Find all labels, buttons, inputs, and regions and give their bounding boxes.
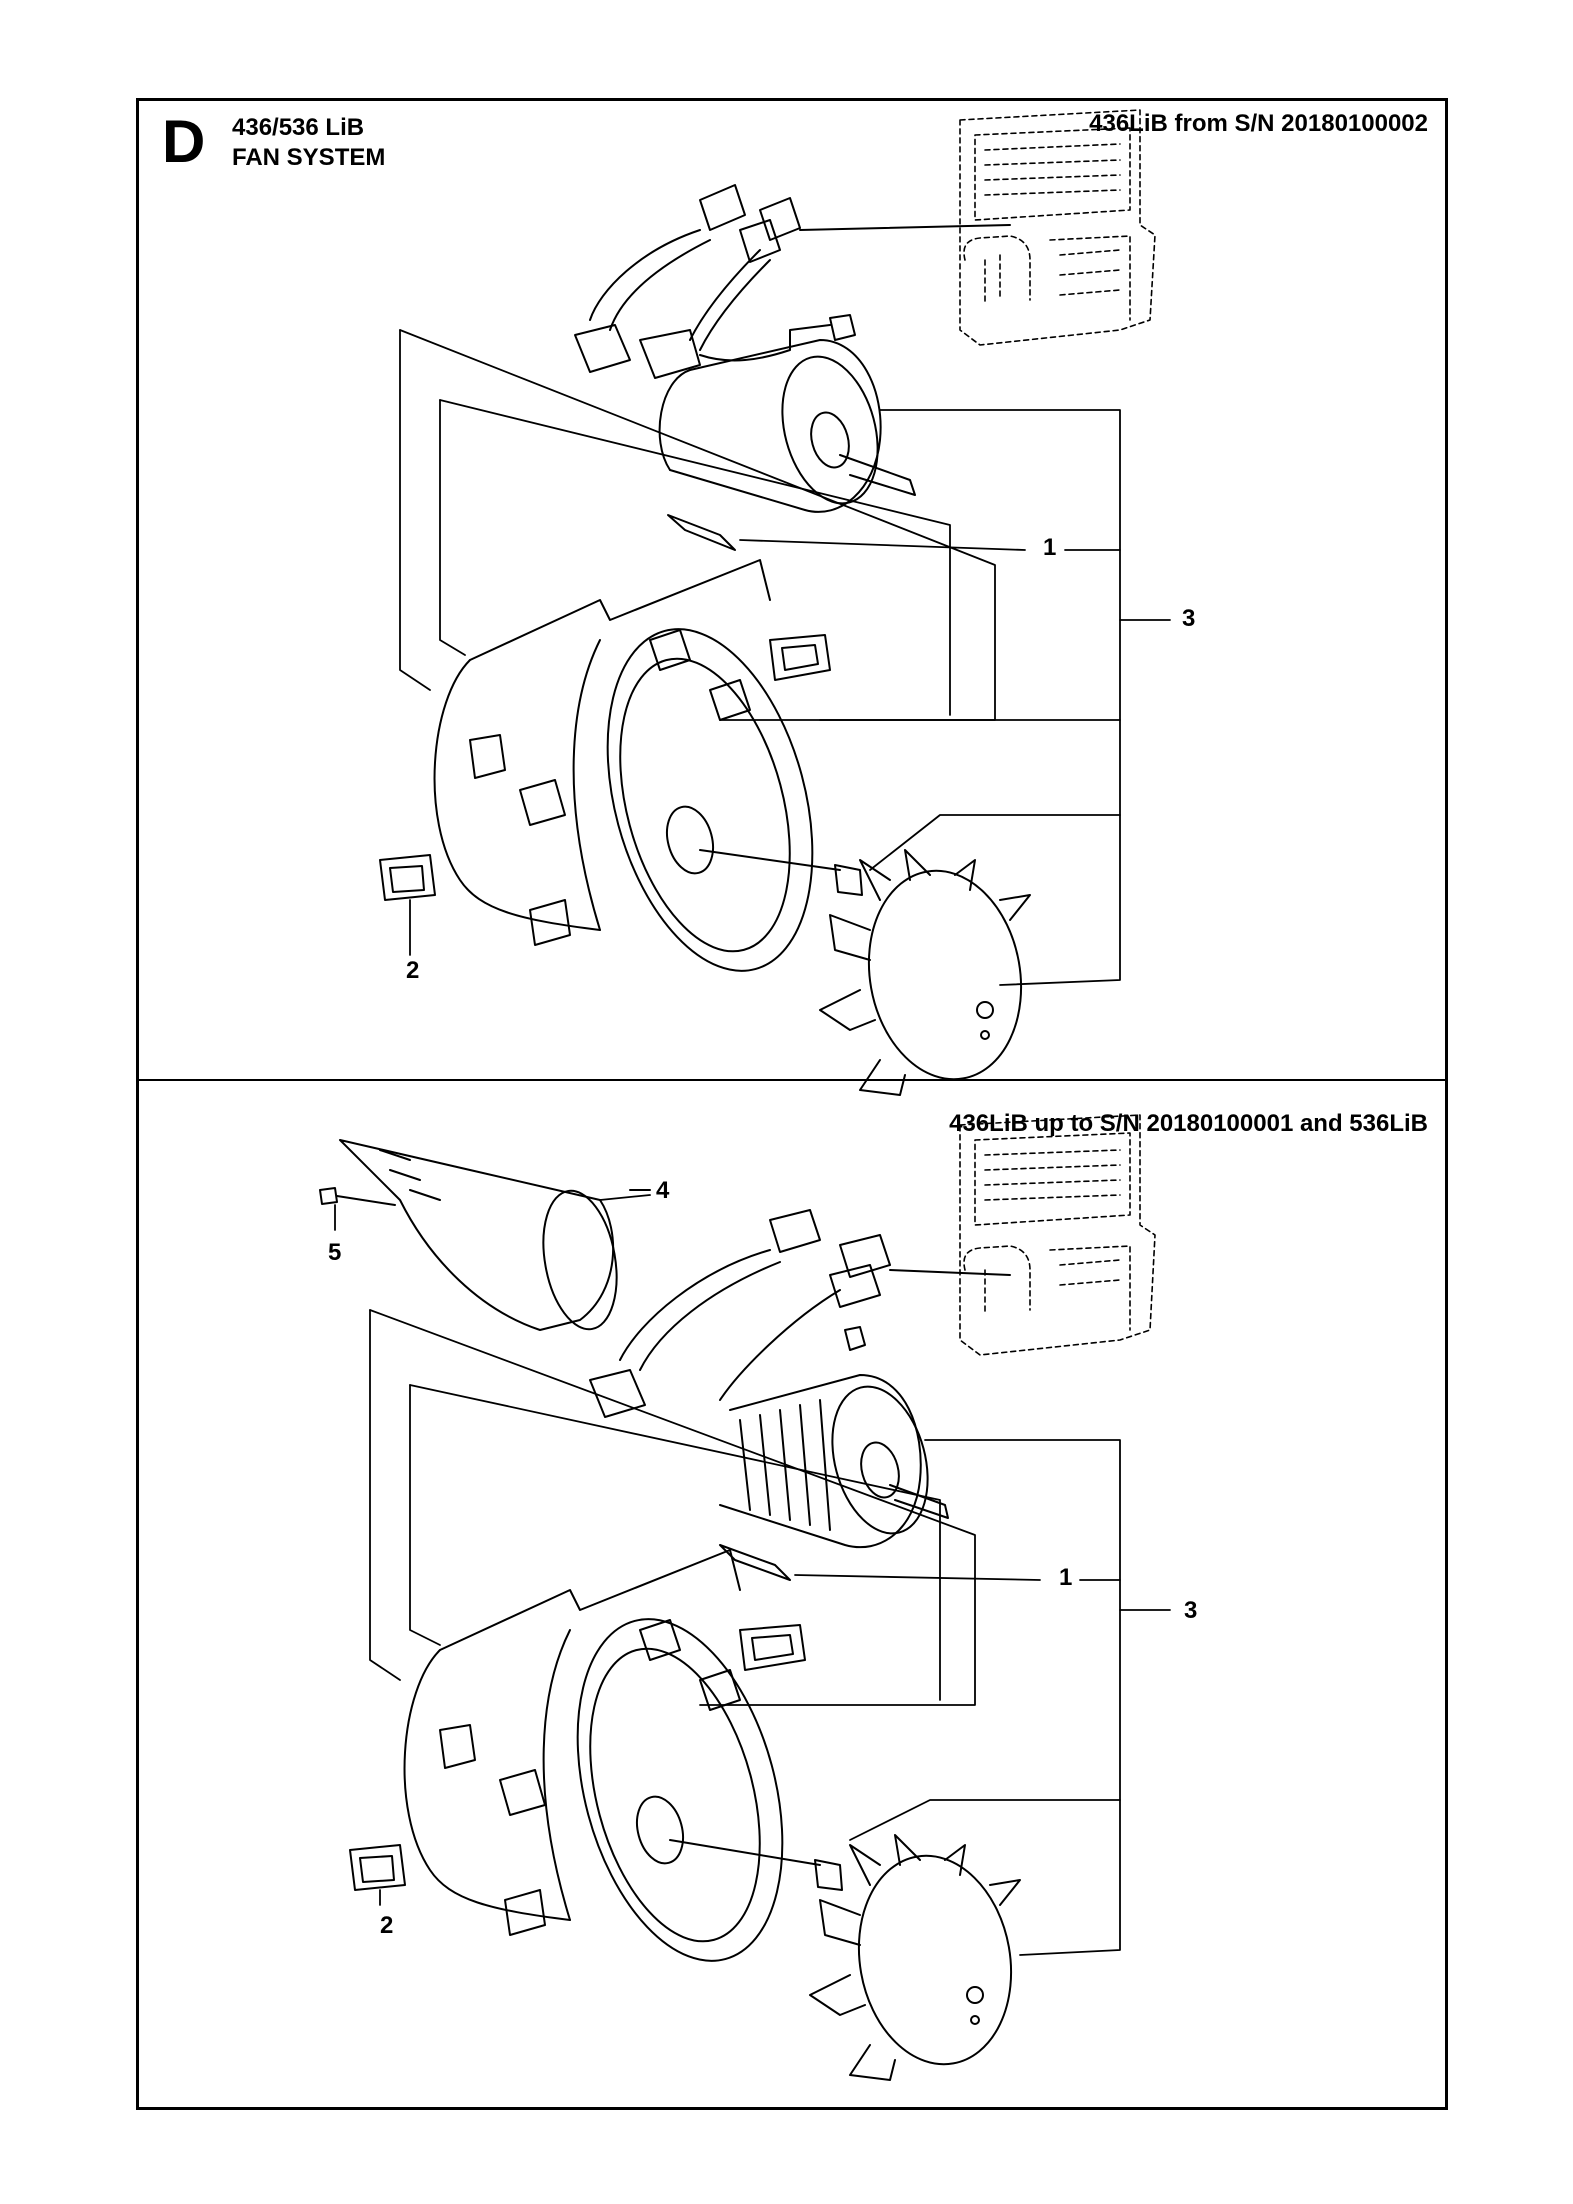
page-frame [136, 98, 1448, 2110]
part-1-top [667, 514, 736, 551]
bracket-lines-bottom [369, 1309, 1171, 1956]
bracket-lines-top [399, 329, 1171, 986]
motor-top [658, 339, 916, 513]
variant-label-top: 436LiB from S/N 20180100002 [1089, 110, 1428, 137]
grommet-upper-bottom [739, 1624, 806, 1671]
callout-3-bottom: 3 [1184, 1597, 1198, 1624]
callout-leaders [599, 1194, 651, 1201]
screw-part-5 [319, 1187, 396, 1206]
section-letter: D [162, 108, 206, 175]
variant-label-bottom: 436LiB up to S/N 20180100001 and 536LiB [949, 1110, 1428, 1137]
part-1-bottom [719, 1544, 791, 1581]
grommet-part-2-top [379, 854, 436, 901]
callout-2-top: 2 [406, 957, 420, 984]
wiring-harness-bottom [589, 1209, 1011, 1418]
callout-2-bottom: 2 [380, 1912, 394, 1939]
screw-top [699, 849, 863, 896]
fan-impeller-bottom [809, 1834, 1021, 2081]
model-title: 436/536 LiB [232, 114, 365, 141]
grommet-part-2-bottom [349, 1844, 406, 1891]
motor-bottom [719, 1374, 949, 1549]
panel-divider [136, 1079, 1448, 1081]
controller-board-top [959, 109, 1156, 346]
air-guide-part-4 [339, 1139, 651, 1331]
callout-5-bottom: 5 [328, 1239, 342, 1266]
callout-1-bottom: 1 [1059, 1564, 1073, 1591]
motor-housing-bottom [403, 1549, 784, 1962]
motor-housing-top [433, 559, 814, 972]
callout-3-top: 3 [1182, 605, 1196, 632]
grommet-upper-top [769, 634, 831, 681]
callout-4-bottom: 4 [656, 1177, 670, 1204]
screw-bottom [669, 1839, 843, 1891]
controller-board-bottom [959, 1114, 1156, 1356]
callout-1-top: 1 [1043, 534, 1057, 561]
system-title: FAN SYSTEM [232, 144, 386, 171]
wiring-harness-top [574, 184, 1011, 379]
fan-impeller-top [819, 849, 1031, 1096]
